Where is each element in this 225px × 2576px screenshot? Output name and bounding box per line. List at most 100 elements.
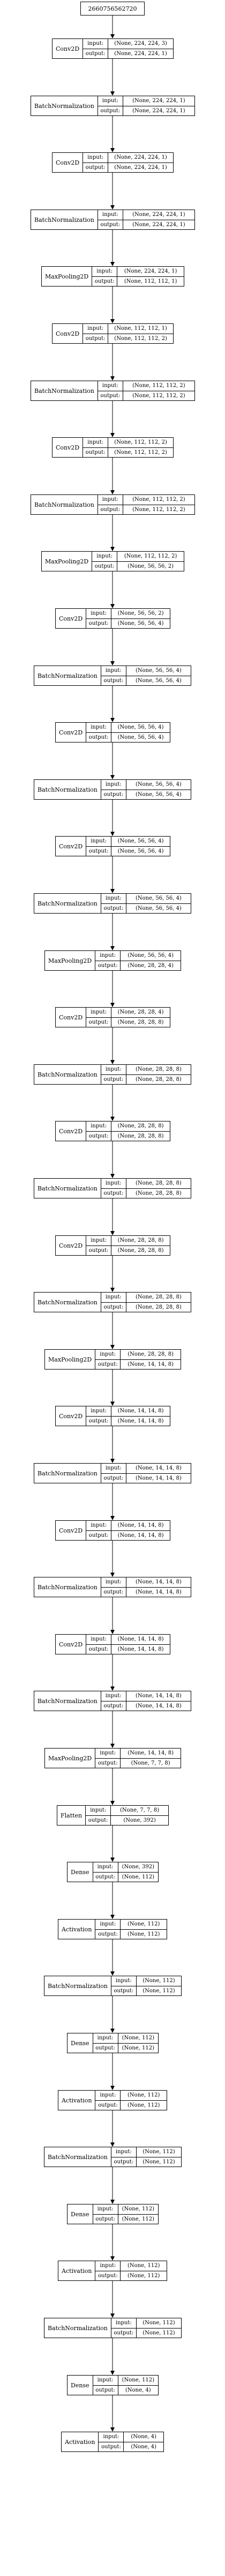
layer-shapes: input:(None, 112)output:(None, 112) [111, 1976, 181, 1995]
layer-output-label: output: [111, 1986, 137, 1995]
layer-input-row: input:(None, 28, 28, 8) [101, 1179, 191, 1188]
layer-input-shape: (None, 56, 56, 4) [117, 724, 164, 731]
layer-output-row: output:(None, 56, 56, 4) [101, 675, 191, 685]
layer-shapes: input:(None, 112)output:(None, 112) [111, 2147, 181, 2167]
layer-input-shape: (None, 112) [142, 2320, 175, 2326]
layer-output-row: output:(None, 56, 56, 4) [86, 846, 170, 856]
layer-output-row: output:(None, 56, 56, 2) [92, 561, 184, 571]
layer-input-label: input: [93, 2033, 118, 2043]
layer-output-shape: (None, 56, 56, 4) [117, 848, 164, 854]
layer-name: Conv2D [52, 39, 84, 58]
layer-output-row: output:(None, 56, 56, 4) [86, 618, 170, 628]
layer-name: BatchNormalization [31, 381, 98, 400]
layer-shapes: input:(None, 112)output:(None, 112) [93, 2033, 158, 2053]
layer-shapes: input:(None, 28, 28, 8)output:(None, 28,… [86, 1236, 170, 1255]
layer-name: Dense [68, 2204, 93, 2224]
layer-input-label: input: [98, 210, 123, 220]
layer-name: MaxPooling2D [45, 1749, 96, 1768]
layer-input-row: input:(None, 224, 224, 1) [92, 267, 184, 276]
layer-output-row: output:(None, 224, 224, 1) [98, 219, 194, 229]
layer-output-row: output:(None, 56, 56, 4) [101, 903, 191, 913]
layer-output-label: output: [101, 1701, 126, 1711]
layer-output-shape: (None, 112) [122, 2216, 154, 2222]
layer-output-label: output: [101, 903, 126, 913]
layer-name: Conv2D [56, 837, 87, 856]
layer-output-shape: (None, 224, 224, 1) [114, 164, 167, 171]
layer-name: BatchNormalization [31, 210, 98, 229]
layer-output-shape: (None, 28, 28, 8) [136, 1076, 182, 1082]
layer-name: Conv2D [52, 153, 84, 172]
layer-input-shape: (None, 4) [131, 2434, 157, 2440]
layer-name: BatchNormalization [34, 780, 101, 799]
layer-input-row: input:(None, 112) [93, 2204, 158, 2214]
layer-input-label: input: [98, 96, 123, 106]
layer-name: BatchNormalization [34, 1293, 101, 1312]
layer-input-shape: (None, 112, 112, 2) [124, 553, 177, 560]
layer-shapes: input:(None, 224, 224, 1)output:(None, 2… [98, 210, 194, 229]
layer-input-shape: (None, 14, 14, 8) [128, 1750, 174, 1757]
layer-output-shape: (None, 14, 14, 8) [128, 1361, 174, 1367]
layer-output-label: output: [95, 2271, 121, 2280]
layer-output-shape: (None, 28, 28, 8) [117, 1019, 164, 1025]
layer-input-label: input: [83, 324, 109, 334]
layer-shapes: input: (None, 56, 56, 4)output:(None, 56,… [86, 837, 170, 856]
layer-output-label: output: [111, 2328, 137, 2338]
layer-name: MaxPooling2D [42, 552, 93, 571]
layer-input-row: input:(None, 112) [95, 2261, 167, 2271]
layer-name: Conv2D [56, 723, 87, 742]
layer-name: Activation [58, 2261, 96, 2280]
layer-input-row: input:(None, 28, 28, 8) [86, 1121, 170, 1131]
layer-output-shape: (None, 112, 112, 2) [132, 506, 185, 513]
layer-input-row: input:(None, 112) [95, 1920, 167, 1929]
layer-input-label: input: [86, 837, 112, 846]
root-node: 2660756562720 [80, 2, 145, 16]
layer-shapes: input:(None, 14, 14, 8)output:(None, 14,… [101, 1577, 191, 1597]
layer-output-label: output: [86, 1246, 112, 1255]
layer-name: Activation [62, 2432, 99, 2451]
layer-input-row: input:(None, 224, 224, 1) [83, 153, 173, 163]
layer-output-row: output:(None, 28, 28, 8) [86, 1131, 170, 1141]
layer-output-shape: (None, 7, 7, 8) [131, 1760, 170, 1766]
layer-output-shape: (None, 112, 112, 2) [132, 392, 185, 399]
layer-shapes: input:(None, 56, 56, 4)output:(None, 56,… [86, 723, 170, 742]
layer-shapes: input:(None, 112)output:(None, 112) [95, 2091, 167, 2110]
layer-output-row: output:(None, 7, 7, 8) [95, 1758, 181, 1768]
layer-output-label: output: [93, 2214, 118, 2224]
layer-shapes: input:(None, 392)output:(None, 112) [93, 1862, 158, 1882]
layer-output-row: output:(None, 392) [86, 1815, 168, 1825]
layer-output-row: output:(None, 28, 28, 8) [101, 1302, 191, 1312]
layer-shapes: input:(None, 14, 14, 8)output:(None, 14,… [86, 1521, 170, 1540]
layer-input-shape: (None, 112) [128, 2263, 160, 2269]
layer-name: BatchNormalization [34, 1179, 101, 1198]
layer-output-shape: (None, 56, 56, 4) [117, 734, 164, 740]
layer-name: Conv2D [56, 1521, 87, 1540]
layer-output-label: output: [93, 1872, 118, 1882]
layer-input-shape: (None, 56, 56, 4) [136, 895, 182, 902]
layer-output-label: output: [86, 1644, 112, 1654]
layer-input-row: input:(None, 4) [99, 2432, 163, 2442]
layer-output-row: output:(None, 224, 224, 1) [83, 48, 173, 58]
layer-input-row: input:(None, 14, 14, 8) [95, 1749, 181, 1758]
layer-input-label: input: [86, 1521, 112, 1530]
layer-input-row: input:(None, 14, 14, 8) [101, 1691, 191, 1701]
layer-input-label: input: [86, 1806, 111, 1815]
layer-shapes: input:(None, 56, 56, 4)output:(None, 56,… [101, 666, 191, 685]
layer-shapes: input:(None, 112, 112, 2)output:(None, 1… [98, 495, 194, 514]
layer-name: BatchNormalization [34, 1065, 101, 1084]
layer-shapes: input:(None, 112, 112, 2)output:(None, 1… [98, 381, 194, 400]
layer-output-shape: (None, 112, 112, 2) [114, 449, 167, 455]
layer-input-row: input:(None, 112, 112, 2) [83, 438, 173, 447]
layer-shapes: input:(None, 224, 224, 3)output:(None, 2… [83, 39, 173, 58]
layer-input-row: input:(None, 14, 14, 8) [86, 1406, 170, 1416]
